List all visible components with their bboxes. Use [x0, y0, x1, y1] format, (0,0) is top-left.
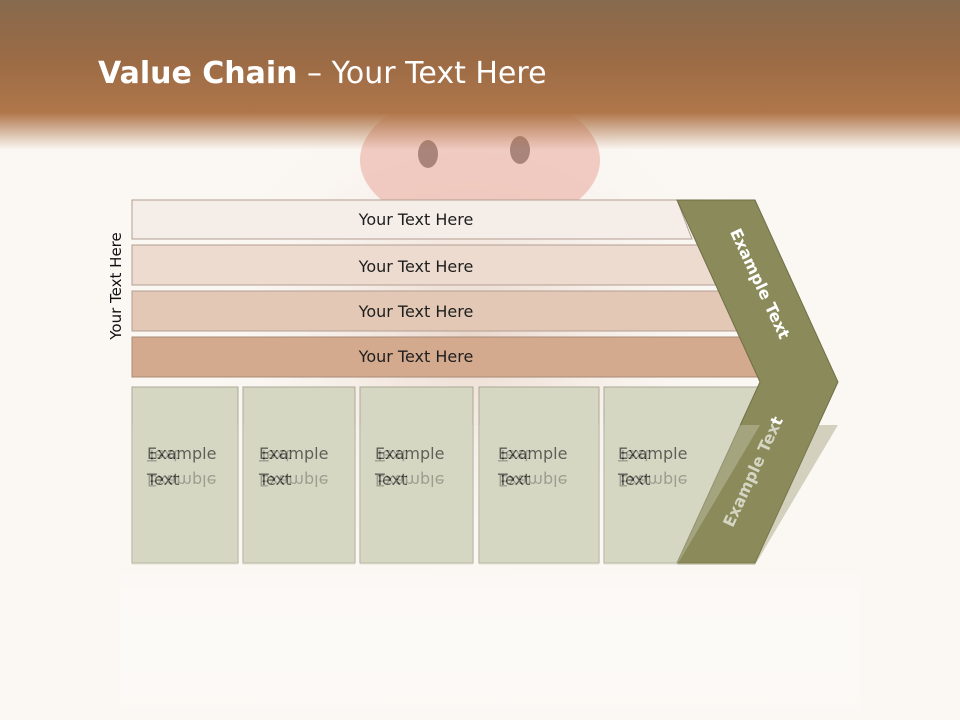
box-4-line1: Example [498, 444, 567, 463]
box-3[interactable]: Example Text [359, 386, 474, 564]
header-band [0, 0, 960, 150]
box-5-line2: Text [617, 470, 650, 489]
box-4[interactable]: Example Text [478, 386, 600, 564]
row-1[interactable]: Your Text Here [131, 199, 693, 240]
title-rest: – Your Text Here [297, 56, 547, 91]
box-2-shape [242, 386, 356, 564]
box-1-shape [131, 386, 239, 564]
box-3-shape [359, 386, 474, 564]
box-5-line1: Example [618, 444, 687, 463]
box-2[interactable]: Example Text [242, 386, 356, 564]
box-4-shape [478, 386, 600, 564]
row-4-label: Your Text Here [358, 347, 474, 366]
row-3-label: Your Text Here [358, 302, 474, 321]
box-1-line1: Example [147, 444, 216, 463]
box-2-line1: Example [259, 444, 328, 463]
box-3-line1: Example [375, 444, 444, 463]
row-2[interactable]: Your Text Here [131, 244, 717, 286]
row-2-label: Your Text Here [358, 257, 474, 276]
box-3-line2: Text [374, 470, 407, 489]
box-1-line2: Text [146, 470, 179, 489]
row-4[interactable]: Your Text Here [131, 336, 763, 378]
row-3[interactable]: Your Text Here [131, 290, 740, 332]
row-1-shape [131, 199, 693, 240]
chevron-shape [676, 199, 839, 564]
row-1-label: Your Text Here [358, 210, 474, 229]
box-2-line2: Text [258, 470, 291, 489]
title-bold: Value Chain [98, 56, 298, 91]
box-1[interactable]: Example Text [131, 386, 239, 564]
page-title: Value Chain – Your Text Here [98, 56, 547, 91]
margin-chevron[interactable]: Example Text Example Text [676, 199, 839, 564]
box-4-line2: Text [497, 470, 530, 489]
